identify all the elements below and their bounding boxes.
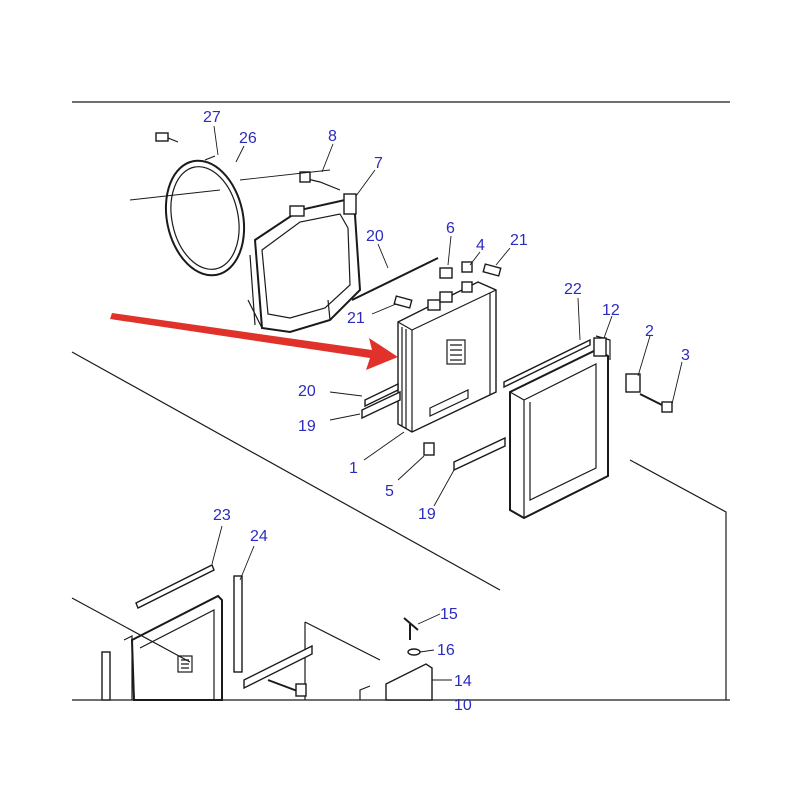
right-plane-line [629, 459, 727, 700]
seal-strip-19-left [361, 390, 401, 420]
callout-3: 3 [681, 347, 690, 364]
seal-strip-22 [503, 338, 591, 389]
callout-19-bottom: 19 [418, 506, 436, 523]
fan-shroud-part [247, 171, 362, 334]
callout-16: 16 [437, 642, 455, 659]
leader-lines [211, 125, 683, 681]
drain-plug-part [423, 442, 435, 456]
lower-left-assembly [101, 564, 313, 701]
callout-22: 22 [564, 281, 582, 298]
callout-21-left: 21 [347, 310, 365, 327]
fan-ring-part [155, 132, 246, 277]
bolt-part [639, 393, 665, 407]
callout-12: 12 [602, 302, 620, 319]
callout-1: 1 [349, 460, 358, 477]
callout-5: 5 [385, 483, 394, 500]
callout-7: 7 [374, 155, 383, 172]
callout-26: 26 [239, 130, 257, 147]
floor-plane-line [71, 351, 501, 591]
seal-strip-19-bottom [453, 436, 506, 472]
left-plane-line [71, 597, 191, 663]
callout-14: 14 [454, 673, 472, 690]
callout-8: 8 [328, 128, 337, 145]
callout-23: 23 [213, 507, 231, 524]
callout-15: 15 [440, 606, 458, 623]
callout-20-top: 20 [366, 228, 384, 245]
lower-center-assembly [359, 617, 433, 701]
rubber-block-21-right [482, 263, 502, 277]
radiator-part [397, 261, 497, 433]
callout-27: 27 [203, 109, 221, 126]
seal-strip-20-top [351, 257, 439, 301]
bolt-head [661, 401, 673, 413]
seal-strip-20-left [364, 382, 399, 408]
pointer-arrow [110, 313, 398, 370]
guard-frame-part [509, 335, 611, 520]
callout-2: 2 [645, 323, 654, 340]
center-plane-line [304, 621, 381, 700]
rubber-block-21-left [393, 295, 413, 309]
callout-10-clipped: 10 [454, 697, 472, 714]
bracket-part [625, 373, 641, 393]
callout-19-left: 19 [298, 418, 316, 435]
callout-6: 6 [446, 220, 455, 237]
callout-20-left: 20 [298, 383, 316, 400]
callout-21-right: 21 [510, 232, 528, 249]
callout-24: 24 [250, 528, 268, 545]
assembly-centerline [129, 169, 331, 201]
callout-4: 4 [476, 237, 485, 254]
